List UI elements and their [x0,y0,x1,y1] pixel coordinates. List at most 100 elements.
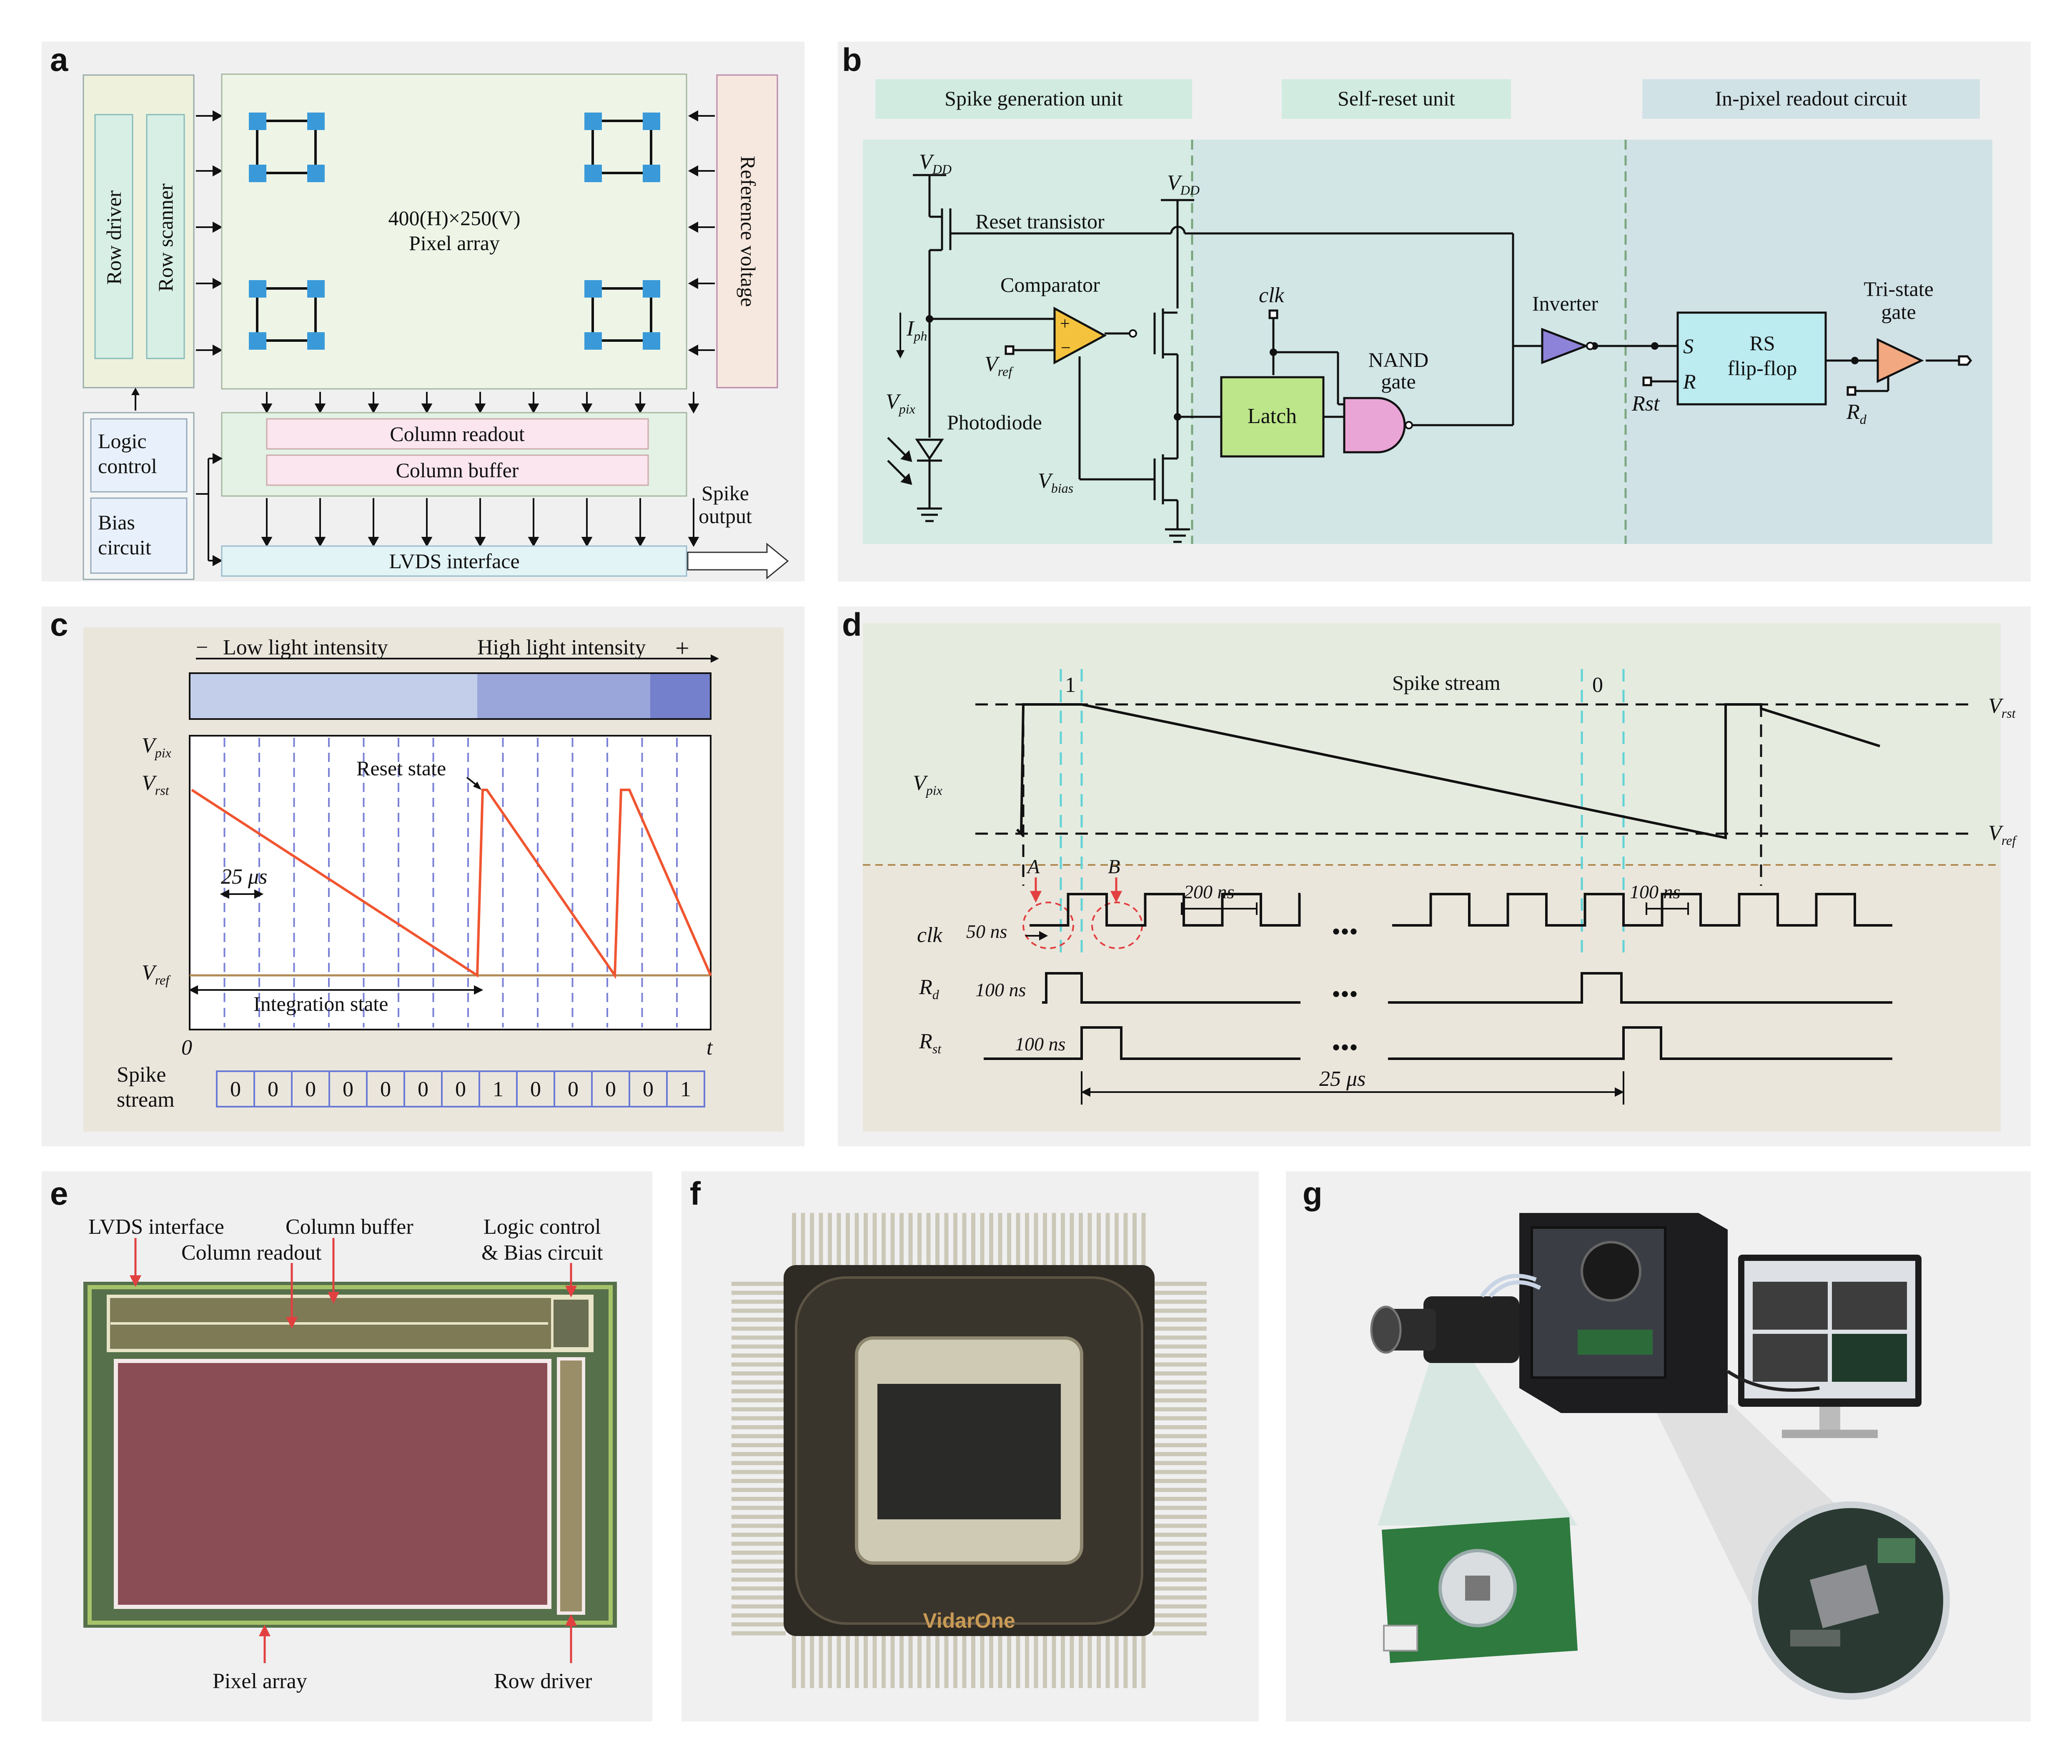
pixel-cell [307,280,325,298]
plus-sign: + [675,634,689,662]
terminal-nodes [1005,309,1972,396]
panel-e: e LVDS interface Column buffer Logic con… [42,1171,652,1721]
pixel-cell [249,280,266,298]
ellipsis-2: ••• [1332,980,1358,1008]
spike-bit: 0 [605,1077,616,1101]
integration-state-label: Integration state [253,992,388,1015]
spike-bit: 0 [643,1077,654,1101]
clk-label: clk [917,923,943,947]
iph-label: Iph [906,317,927,343]
t-200ns-label: 200 ns [1184,881,1234,902]
column-readout-label: Column readout [390,422,525,446]
t-50ns-label: 50 ns [966,921,1007,942]
lvds-interface-box [221,545,687,577]
t-100ns-rd-label: 100 ns [975,979,1026,1000]
light-arrows-icon [887,437,912,485]
rs-flipflop-block [1676,311,1827,406]
panel-d-letter: d [842,606,862,643]
e-logic-control-label-2: & Bias circuit [481,1241,603,1265]
panel-a-letter: a [50,42,68,78]
panel-a: a Row driver Row scanner 400(H)×250(V) P… [42,42,804,581]
pixel-cell [584,165,602,182]
panel-e-image: e LVDS interface Column buffer Logic con… [50,1175,617,1693]
c-vref-label: Vref [142,961,171,987]
self-reset-header [1282,79,1511,119]
spike-gen-header-label: Spike generation unit [945,87,1123,110]
pixel-cell [584,332,602,350]
circuit-wires [913,174,1959,543]
low-light-label: Low light intensity [223,636,388,659]
rs-label-1: RS [1749,331,1775,355]
comparator-bubble [1129,329,1137,338]
panel-b: b Spike generation unit Self-reset unit … [838,42,2031,581]
e-column-buffer-label: Column buffer [286,1215,413,1239]
pixel-cell [307,165,325,182]
pixel-array-box [221,73,687,390]
vpix-label: Vpix [886,390,915,416]
nand-label-2: gate [1381,370,1416,393]
pixel-cell [249,165,266,182]
rd-waveform-left [1042,972,1300,1004]
logic-control-label-2: control [98,454,157,478]
clk-waveform-right [1392,893,1892,927]
spike-output-label-2: output [699,504,752,528]
spike-bit: 0 [305,1077,316,1101]
panel-g-image: g [1303,1175,1950,1700]
inverter-symbol [1541,328,1589,364]
spike-bit: 0 [418,1077,428,1101]
t-axis-label: t [707,1036,713,1060]
bias-circuit-label-1: Bias [98,511,135,534]
die-pixel-array [114,1359,551,1609]
c-vrst-label: Vrst [142,771,170,798]
readout-header-label: In-pixel readout circuit [1715,87,1907,110]
chip-brand-label: VidarOne [923,1609,1015,1632]
spike-bit: 0 [530,1077,541,1101]
tristate-label-2: gate [1881,300,1916,323]
e-pixel-array-label: Pixel array [213,1669,307,1693]
minus-sign: − [196,636,208,659]
low-intensity-segment [190,673,477,719]
rst-waveform-left [984,1026,1300,1060]
high-intensity-segment [650,673,711,719]
row-arrows [196,110,223,356]
reference-voltage-label: Reference voltage [737,156,760,307]
panel-c-letter: c [50,606,68,643]
chip-sensor [877,1384,1061,1519]
camera-beam [1378,1342,1578,1526]
spike-bit: 0 [343,1077,353,1101]
panel-g-letter: g [1303,1175,1323,1212]
interval-arrow [220,889,264,899]
origin-label: 0 [181,1036,192,1060]
d-vrst-label: Vrst [1988,694,2016,721]
spike-bit: 1 [493,1077,504,1101]
spike-bit: 0 [380,1077,391,1101]
rs-label-2: flip-flop [1728,356,1797,380]
tristate-label-1: Tri-state [1864,277,1934,301]
d-vref-label: Vref [1988,821,2017,848]
d-vpix-label: Vpix [913,771,942,798]
photodiode-label: Photodiode [947,411,1042,434]
panel-c-diagram: c − Low light intensity High light inten… [50,606,784,1132]
panel-g: g [1286,1171,2031,1721]
integration-arrow [188,985,484,995]
readout-header [1642,79,1980,119]
pixel-cell [307,113,325,130]
interval-label: 25 μs [221,865,267,889]
spike-bit: 1 [680,1077,691,1101]
panel-f-image: f VidarOne [690,1175,1207,1688]
e-logic-control-label-1: Logic control [484,1215,601,1239]
row-scanner-label: Row scanner [154,183,177,292]
clk-waveform-left [1030,893,1301,927]
spike-bit: 0 [568,1077,579,1101]
tristate-gate-symbol [1877,338,1924,383]
reference-voltage-box [716,74,778,388]
ref-arrows [688,110,715,356]
panel-a-diagram: a Row driver Row scanner 400(H)×250(V) P… [50,42,789,580]
latch-label: Latch [1248,404,1297,428]
reset-state-label: Reset state [356,757,446,780]
column-readout-box [266,418,649,450]
spike-stream-label-1: Spike [117,1063,166,1087]
inverter-label: Inverter [1532,292,1598,315]
latch-block [1220,376,1325,458]
e-column-readout-label: Column readout [181,1241,322,1265]
